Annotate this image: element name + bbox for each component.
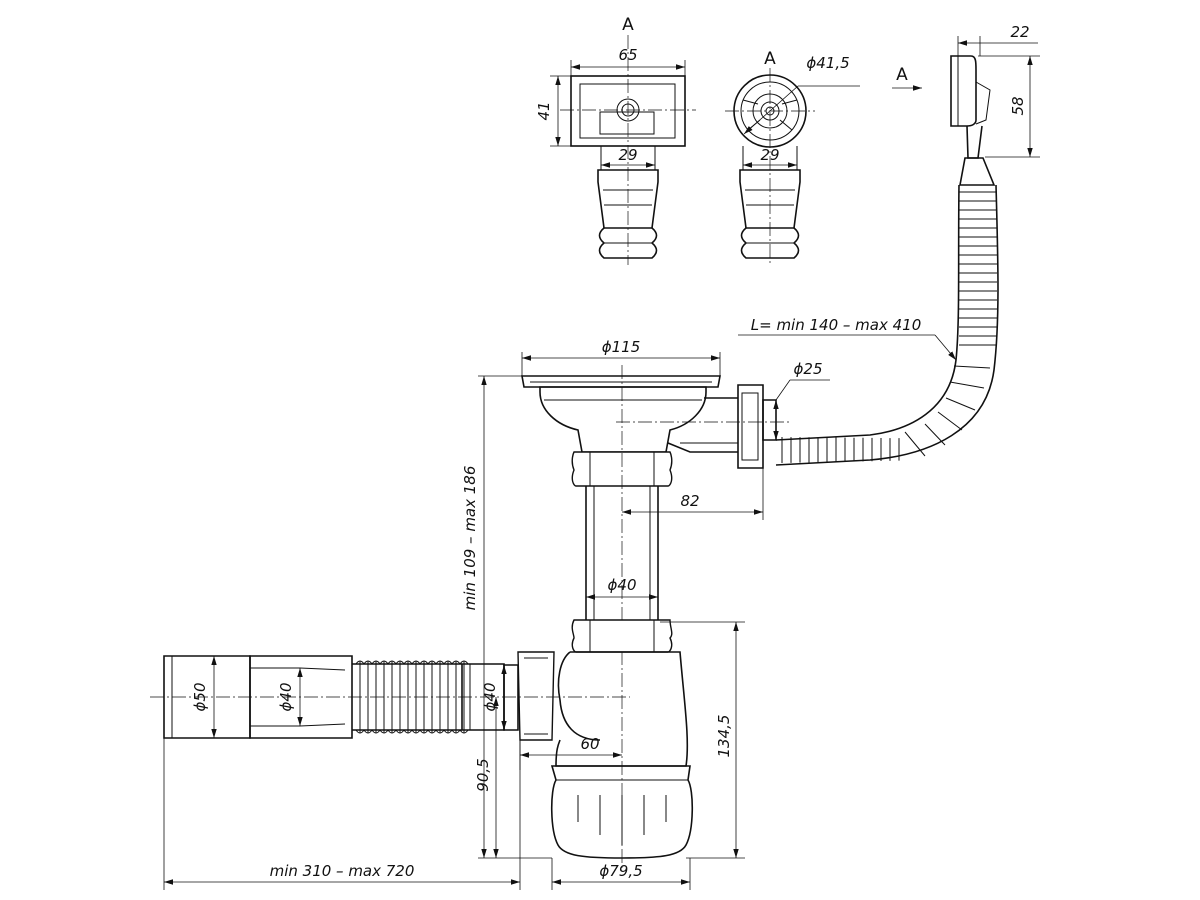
label-outlet-end-diameter: ϕ50 bbox=[191, 683, 209, 712]
label-hose-inner-diameter: ϕ40 bbox=[277, 683, 295, 712]
label-box-width: 65 bbox=[618, 46, 637, 64]
label-trap-height: 134,5 bbox=[715, 715, 733, 758]
label-total-height: min 109 – max 186 bbox=[461, 466, 479, 611]
label-trap-diameter: ϕ79,5 bbox=[599, 862, 642, 880]
label-overflow-pipe-diameter: ϕ25 bbox=[794, 360, 823, 378]
label-horizontal-offset: 82 bbox=[680, 492, 699, 510]
label-pipe-diameter: ϕ40 bbox=[608, 576, 637, 594]
overflow-front-view bbox=[550, 35, 696, 265]
strainer-body bbox=[521, 352, 830, 487]
label-strainer-diameter: ϕ115 bbox=[602, 338, 641, 356]
label-overflow-hose-length: L= min 140 – max 410 bbox=[751, 316, 922, 334]
label-hose-length: min 310 – max 720 bbox=[270, 862, 415, 880]
label-overflow-height: 58 bbox=[1009, 96, 1027, 115]
view-mark-a-round: A bbox=[764, 49, 776, 69]
overflow-side-view bbox=[950, 36, 1040, 186]
view-mark-a-arrow: A bbox=[896, 65, 908, 85]
label-box-height: 41 bbox=[535, 101, 553, 120]
label-outlet-front: 29 bbox=[618, 146, 637, 164]
label-outlet-height: 90,5 bbox=[474, 758, 492, 791]
label-outlet-offset: 60 bbox=[580, 735, 599, 753]
label-outlet-pipe-diameter: ϕ40 bbox=[481, 683, 499, 712]
overflow-round-view bbox=[725, 68, 860, 265]
outlet-hose bbox=[150, 651, 630, 890]
overflow-hose bbox=[738, 184, 999, 466]
label-overflow-offset: 22 bbox=[1010, 23, 1029, 41]
label-overflow-diameter: ϕ41,5 bbox=[806, 54, 849, 72]
label-outlet-side: 29 bbox=[760, 146, 779, 164]
height-dimensions bbox=[478, 375, 552, 859]
vertical-pipe bbox=[585, 365, 764, 870]
bottle-trap bbox=[550, 619, 745, 890]
view-mark-a-front: A bbox=[622, 15, 634, 35]
